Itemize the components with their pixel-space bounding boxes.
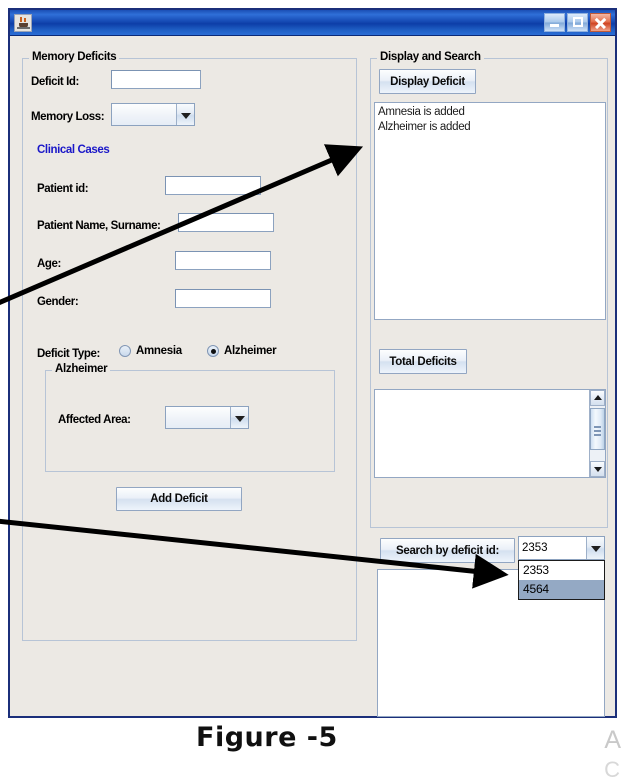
scrollbar-thumb[interactable] — [590, 408, 605, 450]
minimize-button[interactable] — [544, 13, 565, 32]
age-input[interactable] — [175, 251, 271, 270]
deficit-id-input[interactable] — [111, 70, 201, 89]
vertical-scrollbar[interactable] — [589, 390, 605, 477]
patient-name-label: Patient Name, Surname: — [37, 220, 161, 232]
dropdown-option[interactable]: 2353 — [523, 563, 549, 577]
radio-alzheimer-icon[interactable] — [207, 345, 219, 357]
total-deficits-button[interactable]: Total Deficits — [379, 349, 467, 374]
chevron-down-icon[interactable] — [177, 104, 194, 125]
memory-deficits-title: Memory Deficits — [29, 51, 120, 63]
watermark-letter-2: C — [604, 757, 620, 782]
dropdown-option-selected[interactable]: 4564 — [519, 580, 604, 599]
title-bar — [10, 10, 615, 36]
patient-id-label: Patient id: — [37, 183, 89, 195]
close-button[interactable] — [590, 13, 611, 32]
memory-loss-value — [112, 104, 177, 125]
gender-input[interactable] — [175, 289, 271, 308]
patient-name-input[interactable] — [178, 213, 274, 232]
radio-amnesia[interactable]: Amnesia — [119, 345, 182, 357]
deficit-id-combo[interactable]: 2353 — [518, 536, 605, 560]
deficit-id-dropdown-list[interactable]: 2353 4564 — [518, 560, 605, 600]
chevron-down-icon[interactable] — [231, 407, 248, 428]
maximize-button[interactable] — [567, 13, 588, 32]
scroll-up-icon[interactable] — [590, 390, 605, 406]
gender-label: Gender: — [37, 296, 79, 308]
figure-caption: Figure -5 — [196, 722, 338, 753]
search-panel: Search by deficit id: 2353 2353 4564 — [370, 532, 608, 722]
add-deficit-button[interactable]: Add Deficit — [116, 487, 242, 511]
memory-deficits-panel: Memory Deficits Deficit Id: Memory Loss:… — [22, 51, 357, 641]
scroll-down-icon[interactable] — [590, 461, 605, 477]
radio-alzheimer-label: Alzheimer — [224, 345, 277, 357]
alzheimer-subpanel-title: Alzheimer — [52, 363, 111, 375]
memory-loss-label: Memory Loss: — [31, 111, 105, 123]
watermark-letter: A — [604, 726, 621, 754]
window-content: Memory Deficits Deficit Id: Memory Loss:… — [10, 36, 615, 717]
memory-loss-combo[interactable] — [111, 103, 195, 126]
window-controls — [544, 13, 611, 32]
deficit-id-combo-value: 2353 — [519, 537, 587, 559]
chevron-down-icon[interactable] — [587, 537, 604, 559]
patient-id-input[interactable] — [165, 176, 261, 195]
display-output-line: Alzheimer is added — [378, 121, 471, 133]
search-by-deficit-id-button[interactable]: Search by deficit id: — [380, 538, 515, 563]
alzheimer-subpanel: Alzheimer Affected Area: — [45, 363, 335, 472]
display-output-line: Amnesia is added — [378, 106, 465, 118]
display-and-search-title: Display and Search — [377, 51, 484, 63]
radio-amnesia-icon[interactable] — [119, 345, 131, 357]
radio-alzheimer[interactable]: Alzheimer — [207, 345, 277, 357]
total-deficits-textarea[interactable] — [374, 389, 606, 478]
deficit-id-label: Deficit Id: — [31, 76, 79, 88]
java-coffee-cup-icon — [14, 14, 32, 32]
application-window: Memory Deficits Deficit Id: Memory Loss:… — [8, 8, 617, 718]
display-deficit-button[interactable]: Display Deficit — [379, 69, 476, 94]
affected-area-value — [166, 407, 231, 428]
clinical-cases-label: Clinical Cases — [37, 144, 110, 156]
radio-amnesia-label: Amnesia — [136, 345, 182, 357]
affected-area-combo[interactable] — [165, 406, 249, 429]
deficit-type-label: Deficit Type: — [37, 348, 100, 360]
age-label: Age: — [37, 258, 61, 270]
display-and-search-panel: Display and Search Display Deficit Amnes… — [370, 51, 608, 528]
affected-area-label: Affected Area: — [58, 414, 131, 426]
display-output-textarea[interactable]: Amnesia is added Alzheimer is added — [374, 102, 606, 320]
